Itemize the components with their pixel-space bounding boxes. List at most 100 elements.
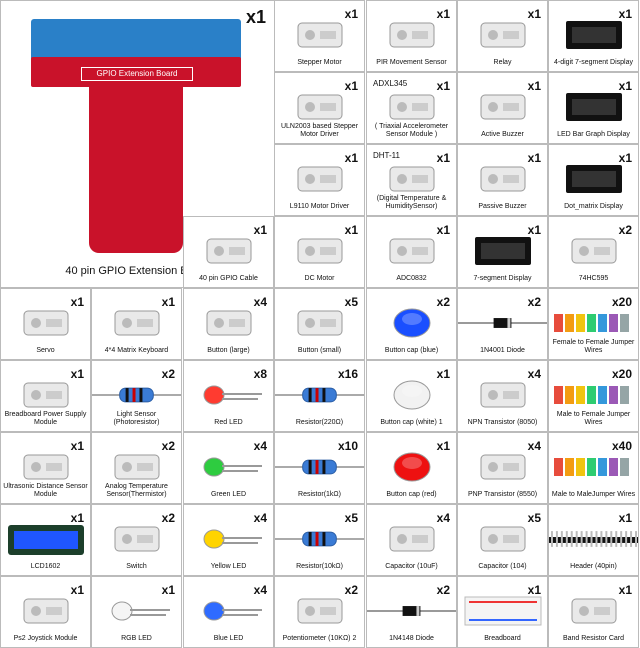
quantity: x1 [70, 583, 84, 597]
led-icon [184, 587, 273, 635]
component-label: Resistor(1kΩ) [298, 491, 341, 498]
diode-icon [367, 587, 456, 635]
component-icon [275, 227, 364, 275]
component-icon [184, 227, 273, 275]
gpio-board-label: GPIO Extension Board [81, 67, 193, 81]
component-label: Ultrasonic Distance Sensor Module [3, 483, 88, 498]
quantity: x1 [618, 583, 632, 597]
component-cell: x5 Button (small) [274, 288, 365, 360]
component-cell: x1 PIR Movement Sensor [366, 0, 457, 72]
gpio-qty: x1 [245, 7, 266, 27]
component-icon [1, 299, 90, 347]
component-icon [92, 299, 181, 347]
led-icon [184, 371, 273, 419]
display-icon [549, 11, 638, 59]
quantity: x4 [253, 439, 267, 453]
component-cell: x2 Potentiometer (10KΩ) 2 [274, 576, 365, 648]
quantity: x4 [436, 511, 450, 525]
module-title: ADXL345 [373, 79, 408, 88]
component-label: Relay [493, 59, 512, 66]
component-label: Yellow LED [210, 563, 247, 570]
component-label: 4-digit 7-segment Display [554, 59, 633, 66]
quantity: x2 [527, 295, 541, 309]
component-icon [549, 227, 638, 275]
component-cell: x2 Analog Temperature Sensor(Thermistor) [91, 432, 182, 504]
diode-icon [458, 299, 547, 347]
quantity: x5 [344, 295, 358, 309]
component-label: Male to MaleJumper Wires [551, 491, 636, 498]
component-icon [458, 155, 547, 203]
component-cell: x1 Breadboard Power Supply Module [0, 360, 91, 432]
component-label: 1N4001 Diode [480, 347, 525, 354]
component-cell: x1 RGB LED [91, 576, 182, 648]
quantity: x4 [527, 439, 541, 453]
header-pins-icon [549, 515, 638, 563]
quantity: x1 [527, 7, 541, 21]
component-cell: x2 1N4148 Diode [366, 576, 457, 648]
quantity: x1 [527, 223, 541, 237]
component-cell: x40 Male to MaleJumper Wires [548, 432, 639, 504]
component-cell: x1 4-digit 7-segment Display [548, 0, 639, 72]
jumper-wires-icon [549, 299, 638, 347]
resistor-icon [275, 515, 364, 563]
component-cell: x1 Servo [0, 288, 91, 360]
quantity: x4 [253, 583, 267, 597]
quantity: x1 [70, 295, 84, 309]
quantity: x1 [344, 7, 358, 21]
component-cell: x1 LED Bar Graph Display [548, 72, 639, 144]
component-label: Analog Temperature Sensor(Thermistor) [105, 483, 168, 498]
quantity: x1 [344, 223, 358, 237]
quantity: x1 [436, 223, 450, 237]
component-icon [275, 83, 364, 131]
component-cell: x2 Button cap (blue) [366, 288, 457, 360]
quantity: x2 [161, 367, 175, 381]
component-label: 4*4 Matrix Keyboard [104, 347, 169, 354]
component-icon [275, 155, 364, 203]
quantity: x1 [70, 367, 84, 381]
component-cell: x2 Light Sensor (Photoresistor) [91, 360, 182, 432]
component-label: Green LED [210, 491, 247, 498]
component-label: Button (large) [207, 347, 250, 354]
component-cell: x2 Switch [91, 504, 182, 576]
component-icon [458, 11, 547, 59]
component-cell: x1 40 pin GPIO Cable [183, 216, 274, 288]
component-icon [458, 83, 547, 131]
component-icon [275, 11, 364, 59]
quantity: x4 [253, 511, 267, 525]
component-cell: x1 Dot_matrix Display [548, 144, 639, 216]
component-cell: x1 ULN2003 based Stepper Motor Driver [274, 72, 365, 144]
component-label: Passive Buzzer [478, 203, 527, 210]
component-label: Red LED [214, 419, 243, 426]
quantity: x1 [70, 511, 84, 525]
component-icon [367, 11, 456, 59]
component-cell: x20 Female to Female Jumper Wires [548, 288, 639, 360]
quantity: x5 [344, 511, 358, 525]
component-icon [275, 587, 364, 635]
component-label: Breadboard Power Supply Module [4, 411, 87, 426]
module-title: DHT-11 [373, 151, 400, 160]
quantity: x8 [253, 367, 267, 381]
quantity: x1 [527, 151, 541, 165]
component-cell: x4 Blue LED [183, 576, 274, 648]
quantity: x1 [344, 151, 358, 165]
component-icon [367, 227, 456, 275]
quantity: x1 [618, 511, 632, 525]
component-label: Stepper Motor [297, 59, 342, 66]
gpio-header-connector [31, 19, 241, 63]
component-cell: x1 4*4 Matrix Keyboard [91, 288, 182, 360]
component-label: 74HC595 [578, 275, 609, 282]
component-icon [1, 587, 90, 635]
component-cell: x20 Male to Female Jumper Wires [548, 360, 639, 432]
component-cell: x1 7-segment Display [457, 216, 548, 288]
component-icon [549, 587, 638, 635]
jumper-wires-icon [549, 371, 638, 419]
button-cap-icon [367, 443, 456, 491]
component-cell: x1 Header (40pin) [548, 504, 639, 576]
display-icon [549, 155, 638, 203]
component-cell: x1 Button cap (red) [366, 432, 457, 504]
component-cell: x2 74HC595 [548, 216, 639, 288]
component-label: Switch [126, 563, 147, 570]
component-cell: x5 Resistor(10kΩ) [274, 504, 365, 576]
